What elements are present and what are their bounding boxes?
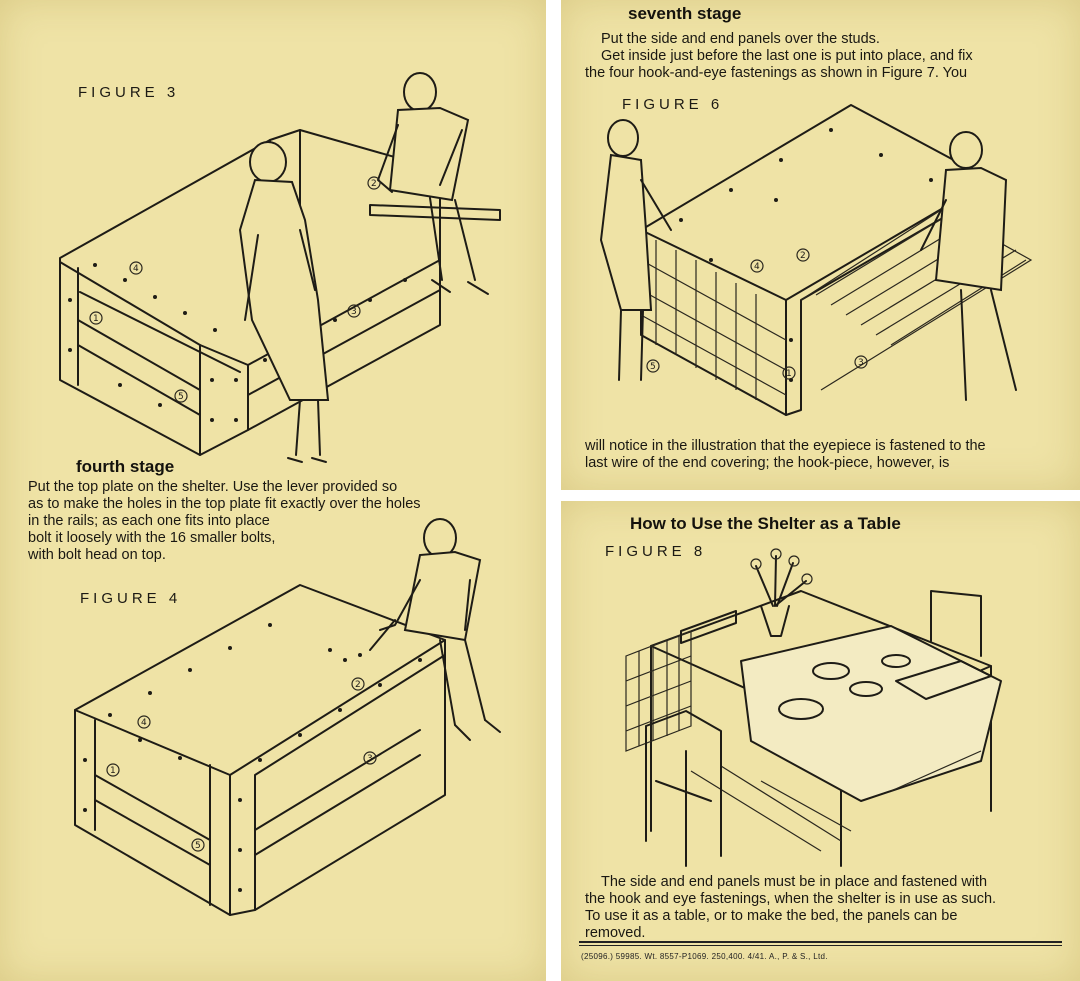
- text-line: last wire of the end covering; the hook-…: [585, 455, 950, 471]
- figure-4-label: FIGURE 4: [80, 590, 182, 607]
- text-line: Put the side and end panels over the stu…: [601, 31, 880, 47]
- fourth-stage-text: Put the top plate on the shelter. Use th…: [28, 479, 533, 564]
- figure-3-illustration: 1 2 3 4 5: [59, 72, 501, 463]
- text-line: Put the top plate on the shelter. Use th…: [28, 479, 398, 495]
- fig4-callout-4: 4: [141, 718, 147, 728]
- fig6-callout-3: 3: [858, 358, 864, 368]
- figure-6-illustration: 1 2 3 4 5: [599, 104, 1033, 416]
- text-line: removed.: [585, 925, 646, 941]
- fig6-callout-5: 5: [650, 362, 656, 372]
- figure-3-label: FIGURE 3: [78, 84, 180, 101]
- figure-8-illustration: [625, 548, 1002, 867]
- text-line: bolt it loosely with the 16 smaller bolt…: [28, 530, 276, 546]
- print-reference-footer: (25096.) 59985. Wt. 8557-P1069. 250,400.…: [581, 952, 828, 961]
- fig3-callout-5: 5: [178, 392, 184, 402]
- text-line: the hook and eye fastenings, when the sh…: [585, 891, 997, 907]
- fig6-callout-2: 2: [800, 251, 806, 261]
- footer-rule-bottom: [579, 945, 1062, 946]
- fig3-callout-3: 3: [351, 307, 357, 317]
- fig3-callout-2: 2: [371, 179, 377, 189]
- text-line: the four hook-and-eye fastenings as show…: [585, 65, 968, 81]
- table-usage-text: The side and end panels must be in place…: [585, 874, 1067, 942]
- text-line: with bolt head on top.: [28, 547, 166, 563]
- seventh-stage-text: Put the side and end panels over the stu…: [585, 31, 1065, 82]
- left-page-panel: FIGURE 3 1: [0, 0, 546, 981]
- text-line: will notice in the illustration that the…: [585, 438, 986, 454]
- fourth-stage-heading: fourth stage: [76, 457, 175, 476]
- text-line: in the rails; as each one fits into plac…: [28, 513, 270, 529]
- fig4-callout-5: 5: [195, 841, 201, 851]
- text-line: Get inside just before the last one is p…: [601, 48, 973, 64]
- fig4-callout-1: 1: [110, 766, 116, 776]
- figure-8-label: FIGURE 8: [605, 543, 707, 560]
- text-line: The side and end panels must be in place…: [601, 874, 988, 890]
- top-right-page-panel: seventh stage Put the side and end panel…: [561, 0, 1080, 490]
- figure-6-label: FIGURE 6: [622, 96, 724, 113]
- fig6-callout-4: 4: [754, 262, 760, 272]
- fig3-callout-1: 1: [93, 314, 99, 324]
- fig4-callout-3: 3: [367, 754, 373, 764]
- fig4-callout-2: 2: [355, 680, 361, 690]
- bottom-right-page-panel: How to Use the Shelter as a Table FIGURE…: [561, 501, 1080, 981]
- figure-4-illustration: 1 2 3 4 5: [74, 518, 501, 916]
- text-line: To use it as a table, or to make the bed…: [585, 908, 958, 924]
- seventh-stage-continued-text: will notice in the illustration that the…: [585, 438, 1065, 472]
- seventh-stage-heading: seventh stage: [628, 4, 742, 23]
- footer-rule-top: [579, 941, 1062, 943]
- table-usage-title: How to Use the Shelter as a Table: [630, 514, 901, 533]
- fig3-callout-4: 4: [133, 264, 139, 274]
- text-line: as to make the holes in the top plate fi…: [28, 496, 421, 512]
- fig6-callout-1: 1: [786, 369, 792, 379]
